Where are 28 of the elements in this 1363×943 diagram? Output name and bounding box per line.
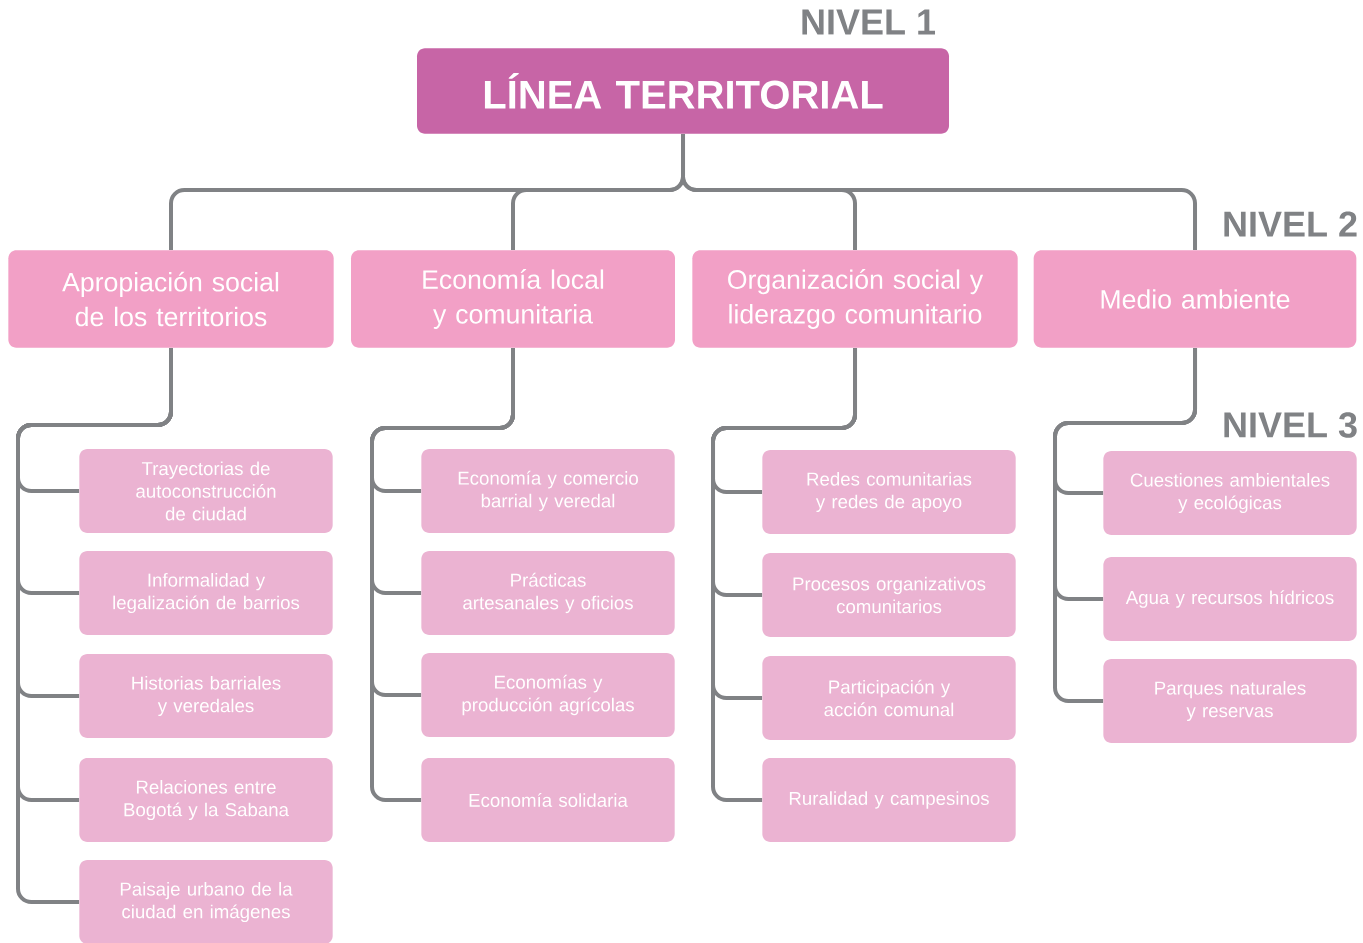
topic-box: Economía y comercio barrial y veredal — [421, 449, 675, 533]
topic-box: Participación y acción comunal — [762, 656, 1016, 740]
category-box: Apropiación social de los territorios — [8, 250, 334, 348]
topic-box: Economía solidaria — [421, 758, 675, 842]
topic-box: Agua y recursos hídricos — [1103, 557, 1357, 641]
topic-box: Historias barriales y veredales — [79, 654, 333, 738]
category-box: Medio ambiente — [1033, 250, 1357, 348]
connector-line — [681, 133, 1197, 251]
topic-box: Parques naturales y reservas — [1103, 659, 1357, 743]
connector-line — [16, 347, 173, 904]
connector-line — [711, 347, 857, 802]
topic-box: Trayectorias de autoconstrucción de ciudad — [79, 449, 333, 533]
topic-box: Cuestiones ambientales y ecológicas — [1103, 451, 1357, 535]
topic-box: Informalidad y legalización de barrios — [79, 551, 333, 635]
level-label: NIVEL 3 — [1224, 412, 1357, 438]
level-label: NIVEL 2 — [1224, 211, 1357, 237]
connector-line — [1053, 347, 1197, 703]
topic-box: Paisaje urbano de la ciudad en imágenes — [79, 860, 333, 943]
topic-box: Ruralidad y campesinos — [762, 758, 1016, 842]
category-box: Organización social y liderazgo comunitario — [692, 250, 1018, 348]
topic-box: Relaciones entre Bogotá y la Sabana — [79, 758, 333, 842]
topic-box: Procesos organizativos comunitarios — [762, 553, 1016, 637]
topic-box: Redes comunitarias y redes de apoyo — [762, 450, 1016, 534]
connector-line — [370, 347, 515, 802]
title-box: LÍNEA TERRITORIAL — [417, 48, 949, 134]
topic-box: Prácticas artesanales y oficios — [421, 551, 675, 635]
topic-box: Economías y producción agrícolas — [421, 653, 675, 737]
category-box: Economía local y comunitaria — [351, 250, 675, 348]
